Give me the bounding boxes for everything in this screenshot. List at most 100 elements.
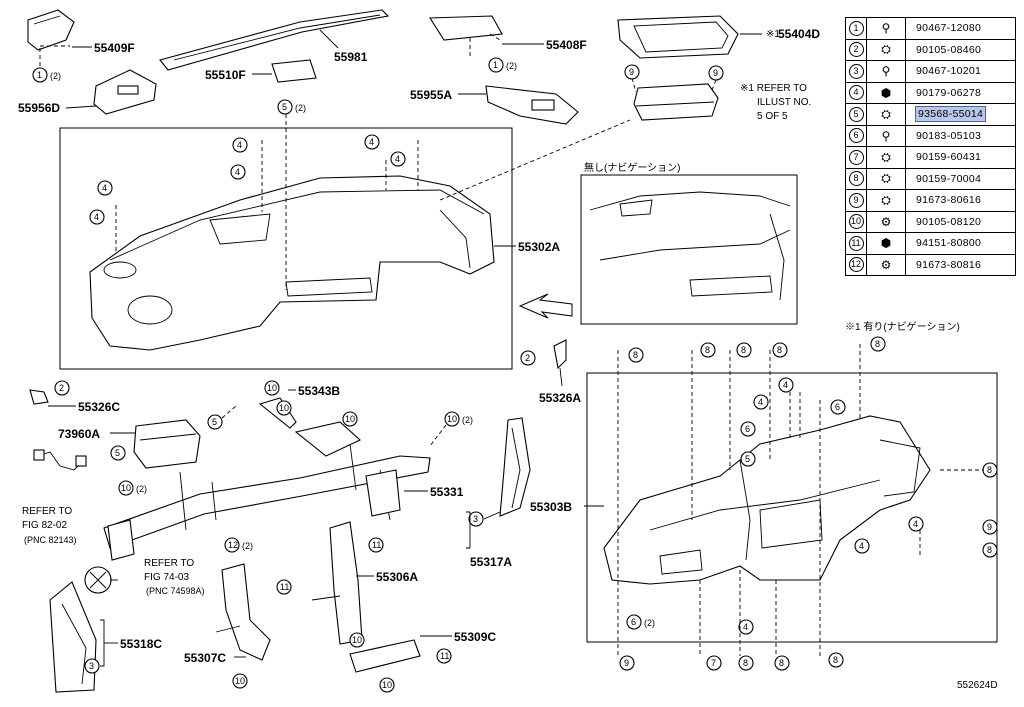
svg-text:11: 11 (440, 651, 449, 661)
part-55409F-cover (27, 9, 75, 51)
svg-text:8: 8 (741, 345, 746, 355)
inset-title: 無し(ナビゲーション) (584, 161, 680, 174)
screw-icon: ⛭ (866, 146, 906, 169)
part-55306A-brace (311, 521, 363, 645)
svg-text:4: 4 (235, 167, 240, 177)
arrow-icon (518, 293, 573, 319)
svg-text:8: 8 (875, 339, 880, 349)
highlighted-part-number[interactable]: 93568-55014 (914, 106, 987, 123)
svg-text:12: 12 (228, 540, 238, 550)
legend-row[interactable]: 9⛭91673-80616 (845, 189, 1016, 212)
legend-row[interactable]: 12⚙91673-80816 (845, 253, 1016, 276)
svg-text:(2): (2) (50, 71, 61, 81)
label-55309C[interactable]: 55309C (454, 630, 496, 644)
svg-text:5: 5 (115, 448, 120, 458)
nut-icon: ⬢ (866, 232, 906, 255)
part-55307C-bracket (215, 563, 271, 661)
svg-text:8: 8 (777, 345, 782, 355)
label-73960A[interactable]: 73960A (58, 427, 100, 441)
part-55302A-instrument-panel (89, 175, 495, 351)
svg-text:FIG 82-02: FIG 82-02 (22, 520, 67, 531)
label-55981[interactable]: 55981 (334, 50, 368, 64)
label-55317A[interactable]: 55317A (470, 555, 512, 569)
part-55408F-cover (429, 15, 503, 41)
part-73960A-knee-airbag (133, 419, 201, 469)
label-55307C[interactable]: 55307C (184, 651, 226, 665)
label-55510F[interactable]: 55510F (205, 68, 246, 82)
label-55331[interactable]: 55331 (430, 485, 464, 499)
part-55404D-bezel (617, 15, 739, 59)
svg-text:6: 6 (835, 402, 840, 412)
svg-text:8: 8 (633, 350, 638, 360)
legend-row[interactable]: 5⛭93568-55014 (845, 103, 1016, 126)
part-55317A-garnish (499, 417, 531, 517)
svg-text:10: 10 (121, 483, 131, 493)
screw-icon: ⛭ (866, 103, 906, 126)
label-55409F[interactable]: 55409F (94, 41, 135, 55)
svg-text:(2): (2) (644, 618, 655, 628)
screw-icon: ⛭ (866, 38, 906, 61)
leader-lines-right-box (617, 344, 984, 656)
label-55956D[interactable]: 55956D (18, 101, 60, 115)
label-55343B[interactable]: 55343B (298, 384, 340, 398)
clip-icon: ⚲ (866, 17, 906, 40)
legend-row[interactable]: 7⛭90159-60431 (845, 146, 1016, 169)
svg-text:(2): (2) (462, 415, 473, 425)
svg-text:9: 9 (624, 658, 629, 668)
part-55510F-lid (271, 59, 317, 83)
label-55326C[interactable]: 55326C (78, 400, 120, 414)
part-55956D-panel (93, 69, 157, 115)
svg-text:9: 9 (629, 67, 634, 77)
svg-text:8: 8 (987, 545, 992, 555)
label-55955A[interactable]: 55955A (410, 88, 452, 102)
part-55331-reinforcement (103, 421, 431, 561)
label-55326A[interactable]: 55326A (539, 391, 581, 405)
part-55981-strip (159, 9, 390, 71)
legend-row[interactable]: 1⚲90467-12080 (845, 17, 1016, 40)
figure-code: 552624D (957, 680, 998, 691)
parts-legend-table: 1⚲90467-12080 2⛭90105-08460 3⚲90467-1020… (845, 17, 1016, 276)
svg-text:4: 4 (102, 183, 107, 193)
label-55408F[interactable]: 55408F (546, 38, 587, 52)
svg-text:2: 2 (525, 353, 530, 363)
callouts-right-box: 8 8 8 8 8 4 4 6 6 5 8 4 9 8 4 6 4 9 7 8 … (619, 336, 998, 671)
svg-text:5 OF 5: 5 OF 5 (757, 111, 788, 122)
screw-icon: ⛭ (866, 189, 906, 212)
label-55306A[interactable]: 55306A (376, 570, 418, 584)
svg-text:8: 8 (779, 658, 784, 668)
svg-text:10: 10 (279, 403, 289, 413)
legend-row[interactable]: 6⚲90183-05103 (845, 124, 1016, 147)
svg-text:4: 4 (783, 380, 788, 390)
svg-text:※1 REFER TO: ※1 REFER TO (740, 83, 807, 94)
svg-text:REFER TO: REFER TO (144, 558, 194, 569)
legend-row[interactable]: 10⚙90105-08120 (845, 210, 1016, 233)
label-55303B[interactable]: 55303B (530, 500, 572, 514)
svg-text:6: 6 (631, 617, 636, 627)
svg-text:9: 9 (987, 522, 992, 532)
screw-icon: ⛭ (866, 167, 906, 190)
legend-row[interactable]: 2⛭90105-08460 (845, 38, 1016, 61)
legend-row[interactable]: 3⚲90467-10201 (845, 60, 1016, 83)
legend-row[interactable]: 11⬢94151-80800 (845, 232, 1016, 255)
legend-row[interactable]: 8⛭90159-70004 (845, 167, 1016, 190)
nut-icon: ⬢ (866, 81, 906, 104)
svg-text:4: 4 (743, 622, 748, 632)
part-55343B-bracket (258, 397, 297, 429)
svg-text:11: 11 (280, 582, 289, 592)
svg-text:4: 4 (913, 519, 918, 529)
svg-text:4: 4 (859, 541, 864, 551)
svg-text:4: 4 (395, 154, 400, 164)
svg-text:(2): (2) (506, 61, 517, 71)
label-55302A[interactable]: 55302A (518, 240, 560, 254)
legend-row[interactable]: 4⬢90179-06278 (845, 81, 1016, 104)
clip-icon: ⚲ (866, 124, 906, 147)
part-55955A-panel (485, 85, 579, 125)
label-55404D[interactable]: 55404D (778, 27, 820, 41)
svg-text:10: 10 (345, 414, 355, 424)
callouts-4-dashboard: 4 4 4 4 4 4 (89, 134, 406, 225)
label-55318C[interactable]: 55318C (120, 637, 162, 651)
svg-text:3: 3 (473, 514, 478, 524)
svg-text:(PNC 74598A): (PNC 74598A) (146, 586, 205, 596)
bolt-icon: ⚙ (866, 253, 906, 276)
